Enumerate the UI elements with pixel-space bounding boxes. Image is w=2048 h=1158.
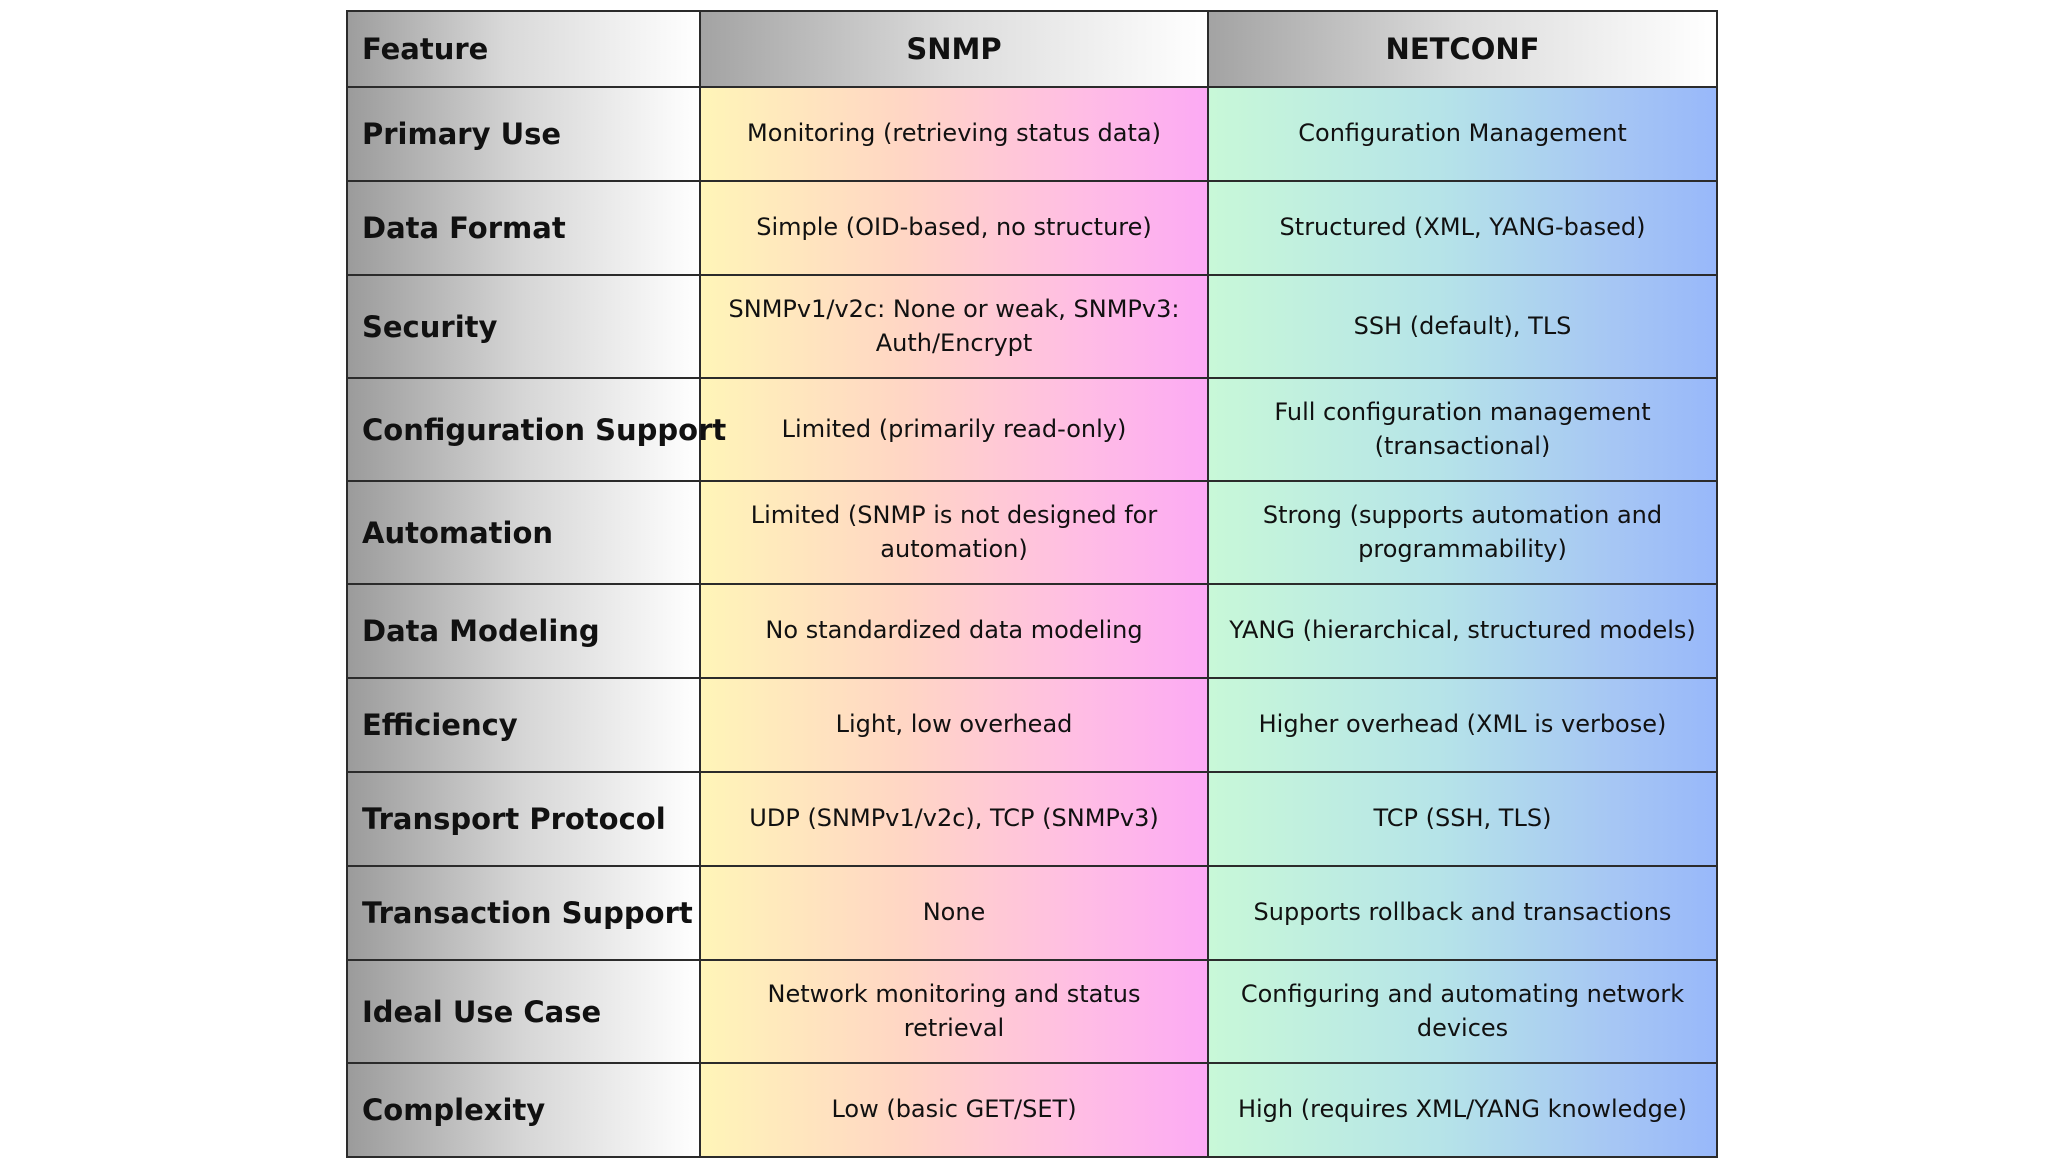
feature-cell: Transport Protocol — [346, 771, 701, 867]
netconf-cell: Higher overhead (XML is verbose) — [1207, 677, 1718, 773]
column-header-netconf: NETCONF — [1207, 10, 1718, 88]
snmp-cell: Monitoring (retrieving status data) — [699, 86, 1209, 182]
feature-cell: Primary Use — [346, 86, 701, 182]
snmp-cell: Simple (OID-based, no structure) — [699, 180, 1209, 276]
snmp-cell: UDP (SNMPv1/v2c), TCP (SNMPv3) — [699, 771, 1209, 867]
netconf-cell: Full configuration management (transacti… — [1207, 377, 1718, 482]
feature-cell: Data Format — [346, 180, 701, 276]
table-row: Data Modeling No standardized data model… — [346, 583, 1718, 679]
netconf-cell: SSH (default), TLS — [1207, 274, 1718, 379]
netconf-cell: Configuring and automating network devic… — [1207, 959, 1718, 1064]
snmp-cell: SNMPv1/v2c: None or weak, SNMPv3: Auth/E… — [699, 274, 1209, 379]
table-row: Efficiency Light, low overhead Higher ov… — [346, 677, 1718, 773]
feature-cell: Ideal Use Case — [346, 959, 701, 1064]
feature-cell: Complexity — [346, 1062, 701, 1158]
netconf-cell: Supports rollback and transactions — [1207, 865, 1718, 961]
feature-cell: Security — [346, 274, 701, 379]
snmp-cell: No standardized data modeling — [699, 583, 1209, 679]
feature-cell: Efficiency — [346, 677, 701, 773]
feature-cell: Data Modeling — [346, 583, 701, 679]
column-header-feature: Feature — [346, 10, 701, 88]
table-row: Data Format Simple (OID-based, no struct… — [346, 180, 1718, 276]
netconf-cell: Structured (XML, YANG-based) — [1207, 180, 1718, 276]
netconf-cell: TCP (SSH, TLS) — [1207, 771, 1718, 867]
table-row: Transport Protocol UDP (SNMPv1/v2c), TCP… — [346, 771, 1718, 867]
table-row: Primary Use Monitoring (retrieving statu… — [346, 86, 1718, 182]
snmp-cell: Network monitoring and status retrieval — [699, 959, 1209, 1064]
feature-cell: Transaction Support — [346, 865, 701, 961]
table-row: Ideal Use Case Network monitoring and st… — [346, 959, 1718, 1064]
snmp-cell: Limited (SNMP is not designed for automa… — [699, 480, 1209, 585]
feature-cell: Automation — [346, 480, 701, 585]
table-row: Configuration Support Limited (primarily… — [346, 377, 1718, 482]
netconf-cell: Configuration Management — [1207, 86, 1718, 182]
netconf-cell: High (requires XML/YANG knowledge) — [1207, 1062, 1718, 1158]
snmp-cell: None — [699, 865, 1209, 961]
column-header-snmp: SNMP — [699, 10, 1209, 88]
table-row: Transaction Support None Supports rollba… — [346, 865, 1718, 961]
table-row: Automation Limited (SNMP is not designed… — [346, 480, 1718, 585]
snmp-cell: Light, low overhead — [699, 677, 1209, 773]
table-row: Complexity Low (basic GET/SET) High (req… — [346, 1062, 1718, 1158]
table-row: Security SNMPv1/v2c: None or weak, SNMPv… — [346, 274, 1718, 379]
comparison-table: Feature SNMP NETCONF Primary Use Monitor… — [346, 10, 1718, 1158]
snmp-cell: Limited (primarily read-only) — [699, 377, 1209, 482]
feature-cell: Configuration Support — [346, 377, 726, 482]
header-row: Feature SNMP NETCONF — [346, 10, 1718, 88]
netconf-cell: YANG (hierarchical, structured models) — [1207, 583, 1718, 679]
netconf-cell: Strong (supports automation and programm… — [1207, 480, 1718, 585]
snmp-cell: Low (basic GET/SET) — [699, 1062, 1209, 1158]
